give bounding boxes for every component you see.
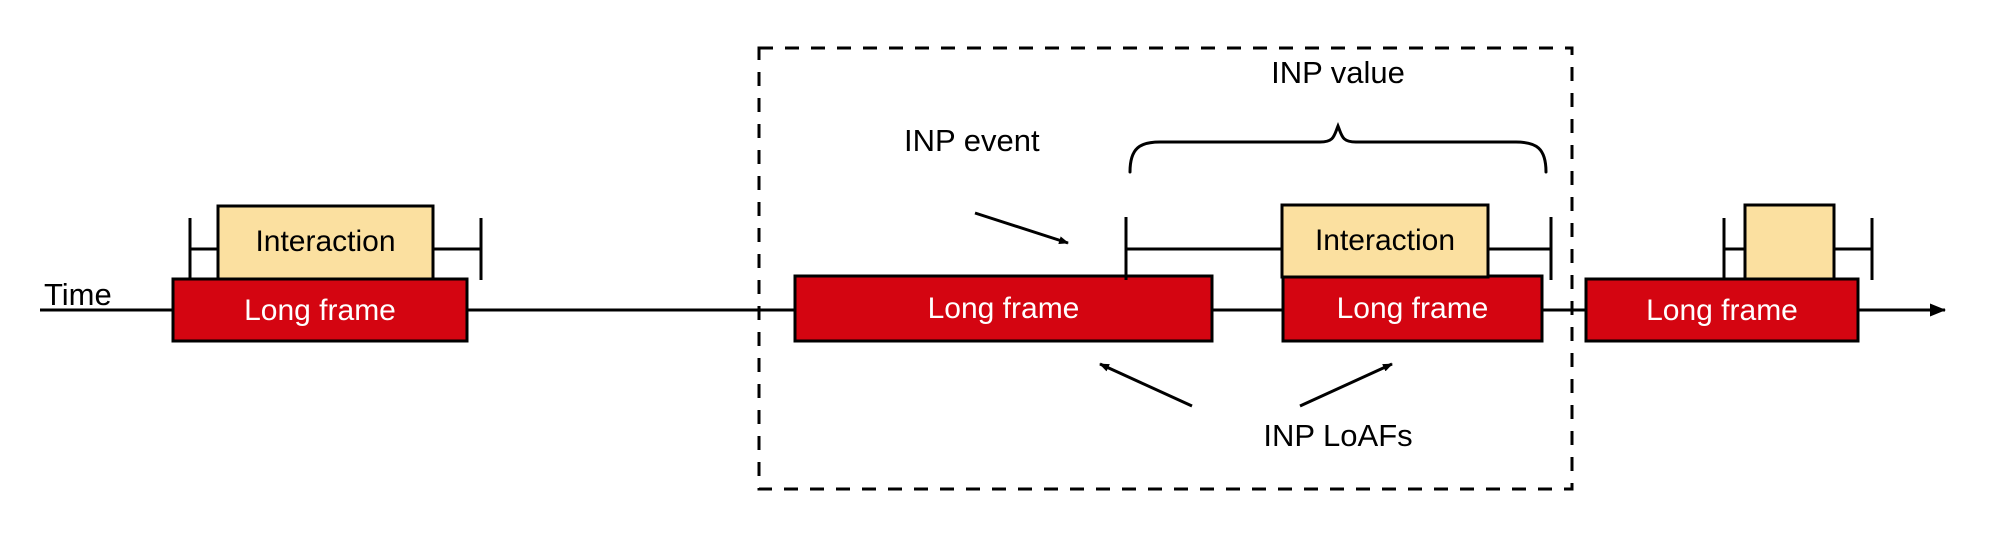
inp-event-annotation: INP event (904, 123, 1040, 158)
long-frame-label-4: Long frame (1646, 294, 1798, 327)
group-4 (1584, 203, 1874, 343)
inp-event-arrow (974, 211, 1069, 245)
long-frame-label-2: Long frame (927, 292, 1080, 325)
long-frame-label-3: Long frame (1336, 292, 1489, 325)
interaction-label-1: Interaction (255, 225, 396, 258)
long-frame-bar-4 (1584, 277, 1860, 343)
interaction-box-4 (1743, 203, 1836, 281)
long-frame-bar-3 (1281, 274, 1544, 343)
time-axis-label: Time (44, 277, 112, 312)
inp-loafs-arrow-left (1099, 362, 1193, 408)
long-frame-bar-2 (793, 274, 1214, 343)
interaction-label-3: Interaction (1314, 224, 1456, 257)
inp-value-brace (1128, 121, 1548, 174)
group-1 (171, 204, 483, 343)
inp-loafs-annotation: INP LoAFs (1263, 418, 1413, 453)
long-frame-label-1: Long frame (244, 294, 396, 327)
inp-value-annotation: INP value (1271, 55, 1405, 90)
group-3 (1124, 203, 1553, 343)
long-frame-bar-1 (171, 277, 469, 343)
group-2 (793, 274, 1214, 343)
interaction-box-1 (216, 204, 435, 281)
inp-loafs-arrow-right (1299, 362, 1393, 408)
interaction-box-3 (1280, 203, 1490, 279)
